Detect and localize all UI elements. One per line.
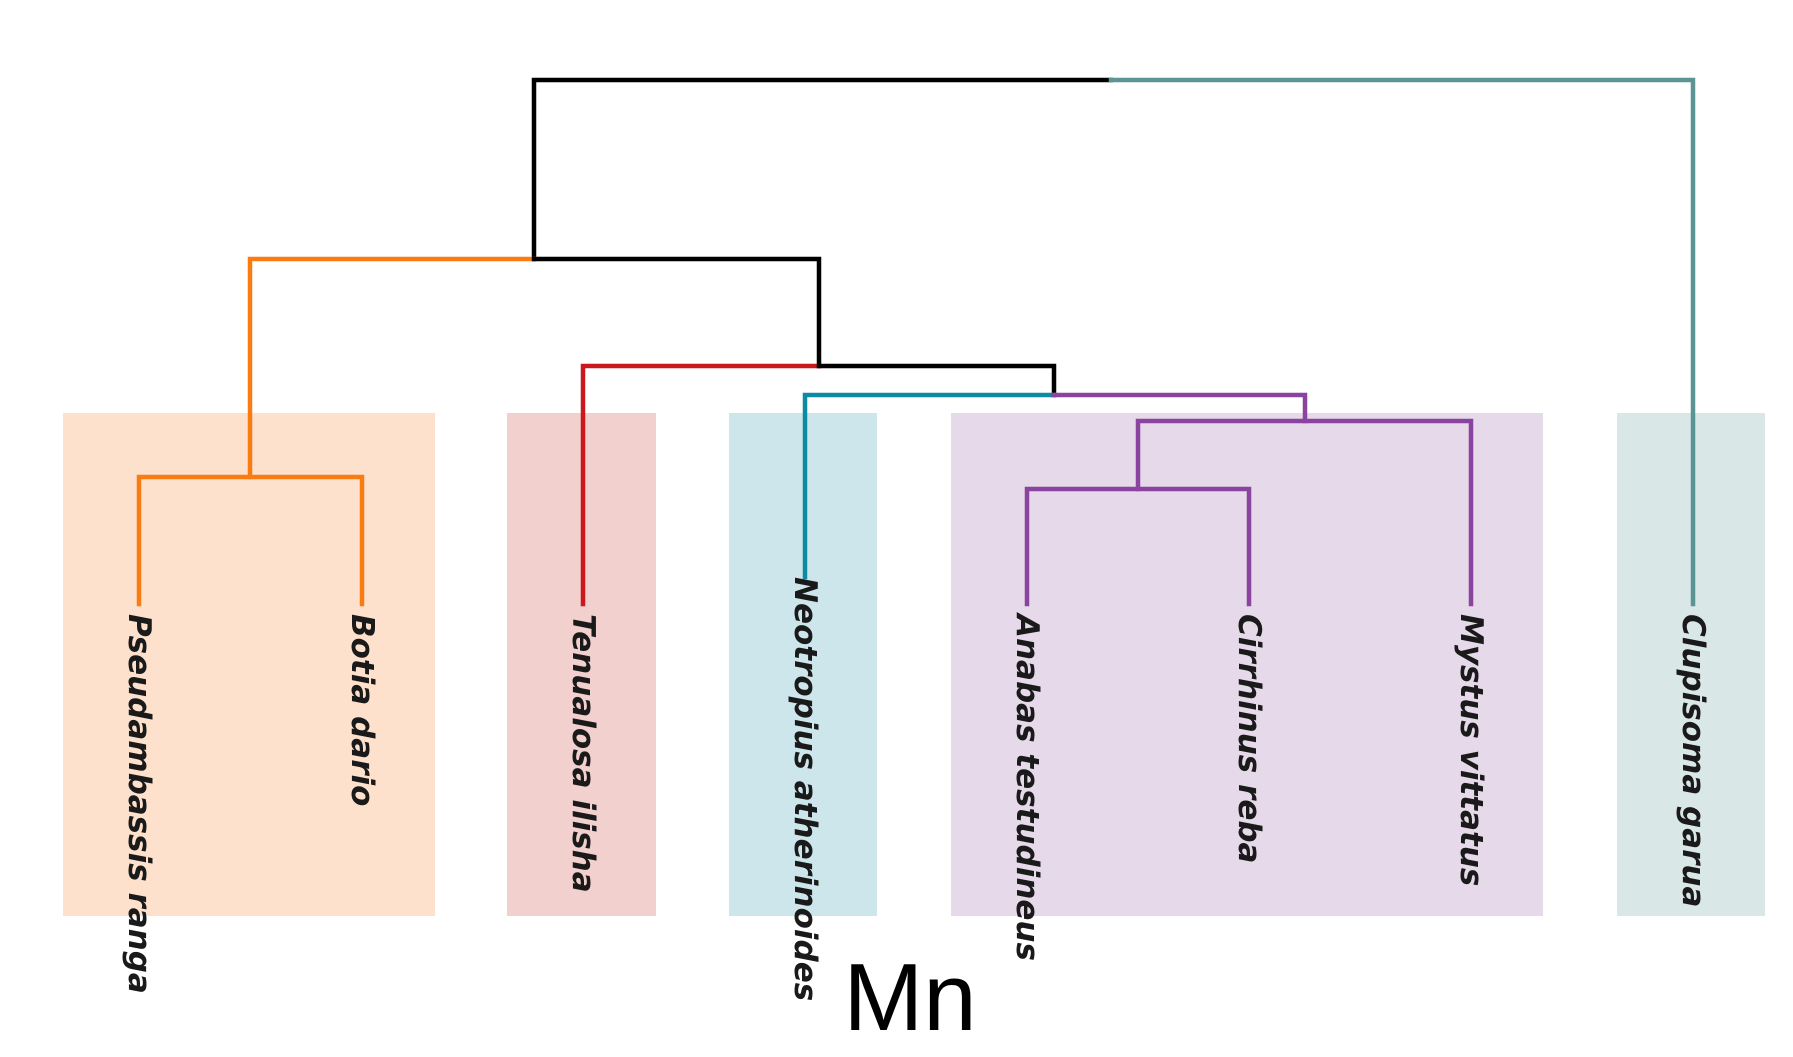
node-c-link-left [802, 392, 1057, 580]
node-b-link-left [580, 363, 822, 607]
cluster4-lower-join [1024, 486, 1252, 607]
root-link-left [531, 77, 1114, 262]
leaf-label: Clupisoma garua [1675, 614, 1711, 907]
leaf-label: Cirrhinus reba [1231, 614, 1267, 863]
leaf-label: Mystus vittatus [1453, 614, 1489, 886]
leaf-label: Anabas testudineus [1009, 611, 1045, 961]
node-c-link-right [1051, 392, 1308, 424]
figure-title: Mn [843, 944, 976, 1051]
cluster4-upper-join [1135, 418, 1474, 607]
leaf-label: Botia dario [344, 614, 380, 806]
node-a-link-left [247, 256, 537, 480]
cluster1-join [136, 474, 365, 607]
cluster-box-1 [63, 413, 435, 916]
leaf-label: Neotropius atherinoides [787, 577, 823, 1001]
node-b-link-right [816, 363, 1057, 398]
node-a-link-right [531, 256, 822, 369]
leaf-label: Tenualosa ilisha [565, 614, 601, 893]
root-link-right [1108, 77, 1696, 607]
leaf-label: Pseudambassis ranga [121, 614, 157, 994]
